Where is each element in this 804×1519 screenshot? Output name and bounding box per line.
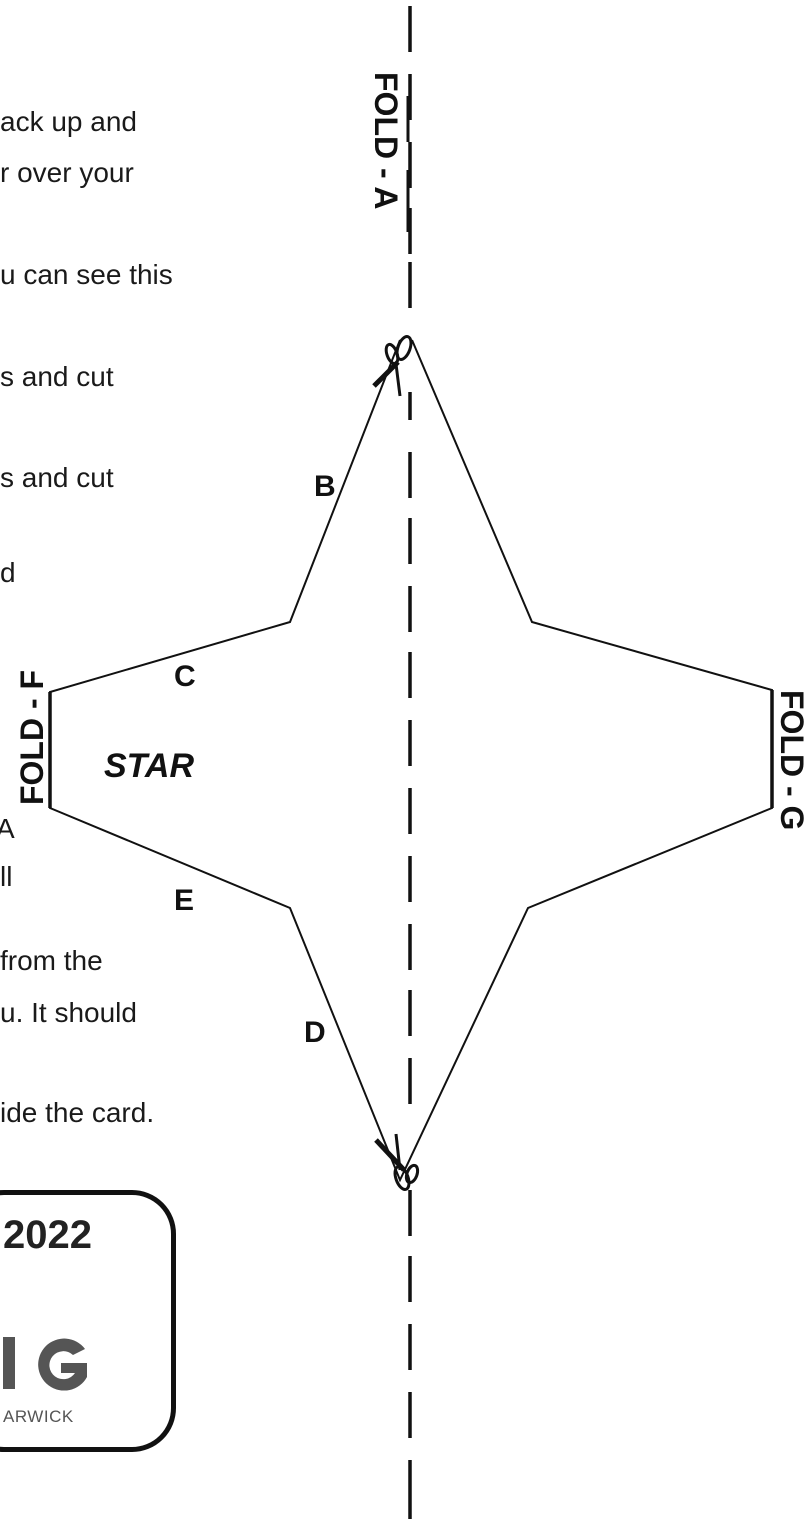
instruction-line-7: A xyxy=(0,813,15,844)
scissors-bottom-icon xyxy=(374,1133,420,1191)
logo-icon xyxy=(3,1337,87,1391)
instruction-line-5: s and cut xyxy=(0,462,114,493)
edge-label-e: E xyxy=(174,884,195,917)
instruction-line-9: from the xyxy=(0,945,103,976)
instruction-line-11: ide the card. xyxy=(0,1097,155,1128)
edge-label-d: D xyxy=(304,1016,326,1049)
star-label: STAR xyxy=(104,747,195,785)
instruction-line-10: u. It should xyxy=(0,997,137,1028)
fold-f-label: FOLD - F xyxy=(14,669,50,805)
logo-subtext: ARWICK xyxy=(3,1407,74,1426)
scissors-top-icon xyxy=(372,335,413,397)
info-year: 2022 xyxy=(3,1213,92,1257)
edge-label-c: C xyxy=(174,660,196,693)
instruction-line-8: ll xyxy=(0,861,13,892)
instruction-line-6: d xyxy=(0,557,16,588)
instruction-line-2: r over your xyxy=(0,157,134,188)
info-box: 2022 ARWICK xyxy=(0,1190,176,1452)
fold-a-label: FOLD - A xyxy=(368,72,404,210)
fold-g-label: FOLD - G xyxy=(774,690,804,830)
instruction-line-1: ack up and xyxy=(0,106,137,137)
instruction-line-4: s and cut xyxy=(0,361,114,392)
instruction-line-3: u can see this xyxy=(0,259,173,290)
edge-label-b: B xyxy=(314,470,336,503)
